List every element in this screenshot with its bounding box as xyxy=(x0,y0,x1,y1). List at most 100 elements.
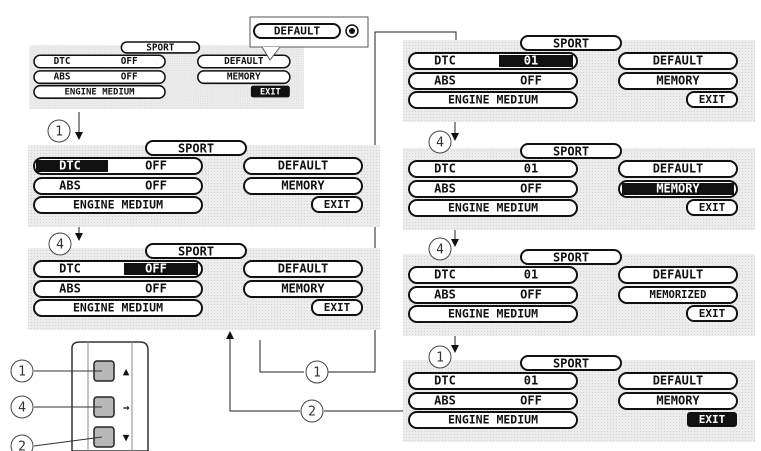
mode-label: SPORT xyxy=(178,142,214,156)
default-pill xyxy=(243,157,363,175)
memory-label: MEMORY xyxy=(281,282,325,296)
memory-label: MEMORY xyxy=(281,179,325,193)
abs-value: OFF xyxy=(520,182,542,196)
default-pill xyxy=(618,160,738,178)
abs-value: OFF xyxy=(121,72,138,83)
default-pill xyxy=(618,372,738,390)
dtc-label: DTC xyxy=(434,162,456,176)
connector-to-screen-4 xyxy=(328,31,460,373)
mode-pill xyxy=(520,355,622,371)
engine-label: ENGINE MEDIUM xyxy=(448,413,538,427)
engine-label: ENGINE MEDIUM xyxy=(448,201,538,215)
default-label: DEFAULT xyxy=(653,268,704,282)
dtc-value: OFF xyxy=(145,262,167,276)
exit-pill xyxy=(686,91,738,108)
mode-label: SPORT xyxy=(553,357,589,371)
exit-highlight xyxy=(250,85,290,98)
memory-label: MEMORY xyxy=(656,182,700,196)
exit-label: EXIT xyxy=(699,413,726,426)
dtc-value-highlight xyxy=(499,55,573,67)
step-marker-label: 4 xyxy=(436,136,444,151)
dtc-value: OFF xyxy=(145,159,167,173)
default-label: DEFAULT xyxy=(278,262,329,276)
step-marker-4 xyxy=(428,237,452,261)
step-marker-5 xyxy=(428,345,452,369)
mode-pill xyxy=(145,243,247,259)
dtc-label-highlight xyxy=(36,160,108,172)
engine-label: ENGINE MEDIUM xyxy=(73,198,163,212)
mode-label: SPORT xyxy=(146,43,175,54)
default-label: DEFAULT xyxy=(653,54,704,68)
default-pill xyxy=(243,260,363,278)
default-label: DEFAULT xyxy=(653,374,704,388)
exit-label: EXIT xyxy=(699,201,726,214)
engine-pill xyxy=(33,84,166,99)
exit-pill xyxy=(311,299,363,316)
default-label: DEFAULT xyxy=(224,56,264,67)
dtc-pill xyxy=(33,54,166,69)
connector-3-out xyxy=(259,340,304,373)
callout-pointer xyxy=(261,46,281,61)
mode-label: SPORT xyxy=(178,245,214,259)
memory-label: MEMORY xyxy=(227,72,261,83)
memory-pill xyxy=(243,177,363,195)
callout-indicator-dot xyxy=(349,28,355,34)
engine-pill xyxy=(33,299,203,317)
abs-value: OFF xyxy=(520,288,542,302)
controller-callout-label: 1 xyxy=(18,365,26,380)
engine-label: ENGINE MEDIUM xyxy=(448,93,538,107)
dtc-label: DTC xyxy=(434,374,456,388)
abs-label: ABS xyxy=(434,74,456,88)
step-marker-7 xyxy=(300,399,324,423)
step-marker-label: 2 xyxy=(308,405,316,420)
controller-arrow-3: ▼ xyxy=(123,431,130,444)
step-marker-2 xyxy=(48,232,72,256)
controller-callout-1 xyxy=(10,359,34,383)
dtc-value: 01 xyxy=(524,374,538,388)
exit-label: EXIT xyxy=(324,301,351,314)
engine-pill xyxy=(408,199,578,217)
screens-group: SPORT DTC OFF ABS OFF ENGINE MEDIUM DEFAULT MEM… xyxy=(28,35,755,442)
memory-highlight xyxy=(622,183,734,195)
exit-pill xyxy=(686,305,738,322)
mode-pill xyxy=(520,249,622,265)
abs-pill xyxy=(33,280,203,298)
engine-pill xyxy=(408,91,578,109)
abs-label: ABS xyxy=(59,179,81,193)
memory-pill xyxy=(243,280,363,298)
dtc-pill xyxy=(408,266,578,284)
handlebar-controller: ▲1→4▼2 xyxy=(10,341,149,451)
exit-highlight xyxy=(687,412,737,427)
step-marker-label: 4 xyxy=(436,243,444,258)
dtc-label: DTC xyxy=(434,268,456,282)
dtc-label: DTC xyxy=(54,56,71,67)
controller-callout-2 xyxy=(10,434,34,451)
default-label: DEFAULT xyxy=(653,162,704,176)
controller-arrow-1: ▲ xyxy=(123,365,130,378)
engine-pill xyxy=(408,411,578,429)
controller-callout-label: 4 xyxy=(18,401,26,416)
dtc-label: DTC xyxy=(59,159,81,173)
step-marker-3 xyxy=(428,130,452,154)
connector-to-screen-3 xyxy=(226,331,300,412)
abs-label: ABS xyxy=(59,282,81,296)
mode-label: SPORT xyxy=(553,37,589,51)
memory-pill xyxy=(197,70,291,85)
dtc-value: 01 xyxy=(524,268,538,282)
dtc-value: 01 xyxy=(524,54,538,68)
memory-pill xyxy=(618,392,738,410)
controller-bezel xyxy=(87,342,133,451)
exit-pill xyxy=(311,196,363,213)
dtc-pill xyxy=(408,372,578,390)
mode-pill xyxy=(520,143,622,159)
controller-button-2 xyxy=(93,426,115,448)
abs-value: OFF xyxy=(145,282,167,296)
abs-pill xyxy=(33,70,166,85)
memory-pill xyxy=(618,72,738,90)
default-label: DEFAULT xyxy=(278,159,329,173)
